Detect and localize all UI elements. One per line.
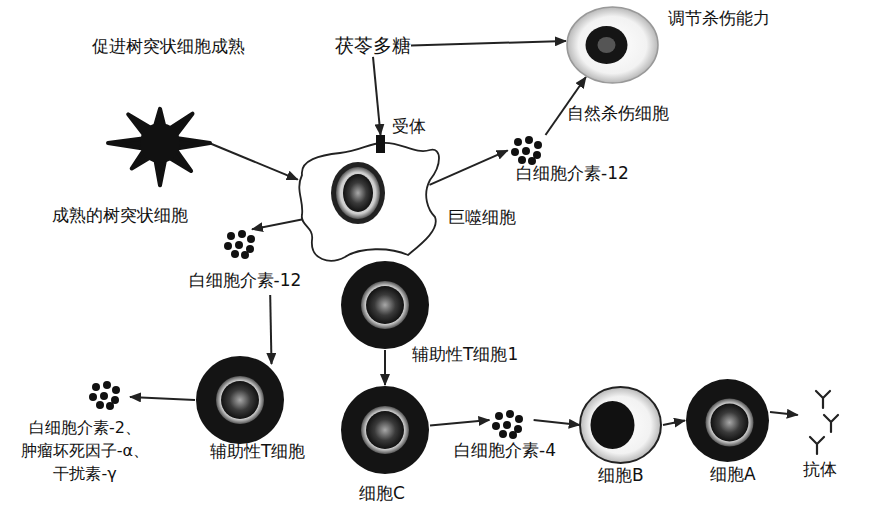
cell-label: 细胞C: [359, 483, 405, 504]
note-label: 受体: [392, 116, 426, 136]
cell-label: 白细胞介素-12: [505, 163, 640, 184]
arrow-connector: [270, 295, 271, 364]
arrow-connector: [384, 350, 386, 385]
cell-figure: [195, 355, 285, 445]
cell-label: 巨噬细胞: [448, 207, 516, 228]
node-text: 茯苓多糖: [335, 34, 411, 57]
arrow-connector: [534, 420, 580, 425]
cell-node: 自然杀伤细胞: [565, 5, 660, 85]
cell-node: 抗体: [795, 385, 850, 485]
cytokine-node: 白细胞介素-2、 肿瘤坏死因子-α、 干扰素-γ: [10, 378, 160, 496]
cell-label: 白细胞介素-4: [440, 440, 570, 461]
cell-label: 白细胞介素-2、 肿瘤坏死因子-α、 干扰素-γ: [10, 416, 160, 486]
arrow-connector: [252, 219, 306, 230]
cell-node: 细胞A: [685, 378, 770, 463]
note-label: 促进树突状细胞成熟: [92, 36, 245, 56]
cytokine-node: 白细胞介素-12: [175, 228, 315, 295]
cell-figure: [340, 385, 430, 475]
cell-label: 抗体: [803, 459, 837, 480]
note-label: 调节杀伤能力: [668, 8, 770, 28]
arrow-connector: [430, 420, 489, 426]
cell-node: 细胞B: [578, 385, 663, 465]
cell-figure: [340, 260, 430, 350]
cell-label: 辅助性T细胞1: [412, 344, 518, 365]
cell-figure: [578, 385, 663, 465]
cell-label: 白细胞介素-12: [175, 270, 315, 291]
cytokine-node: 白细胞介素-4: [440, 408, 570, 468]
text-node: 茯苓多糖: [335, 34, 411, 57]
arrow-connector: [208, 143, 298, 180]
cell-node: 巨噬细胞: [290, 135, 445, 270]
arrow-connector: [663, 421, 685, 426]
cell-label: 细胞A: [710, 464, 756, 485]
cell-label: 成熟的树突状细胞: [52, 205, 188, 226]
cell-figure: [100, 95, 220, 190]
cell-label: 辅助性T细胞: [210, 441, 305, 462]
cell-figure: [565, 5, 660, 85]
arrow-connector: [430, 150, 508, 185]
cell-figure: [685, 378, 770, 463]
cell-label: 自然杀伤细胞: [567, 103, 669, 124]
cell-node: 细胞C: [340, 385, 430, 475]
cytokine-node: 白细胞介素-12: [505, 135, 640, 190]
arrow-connector: [373, 57, 381, 135]
cell-label: 细胞B: [598, 465, 644, 486]
arrow-connector: [411, 41, 566, 45]
cell-node: 辅助性T细胞1: [340, 260, 430, 350]
cell-node: 成熟的树突状细胞: [100, 95, 220, 190]
arrow-connector: [130, 397, 195, 400]
cell-figure: [290, 135, 445, 270]
arrow-connector: [770, 412, 798, 415]
cell-node: 辅助性T细胞: [195, 355, 285, 445]
